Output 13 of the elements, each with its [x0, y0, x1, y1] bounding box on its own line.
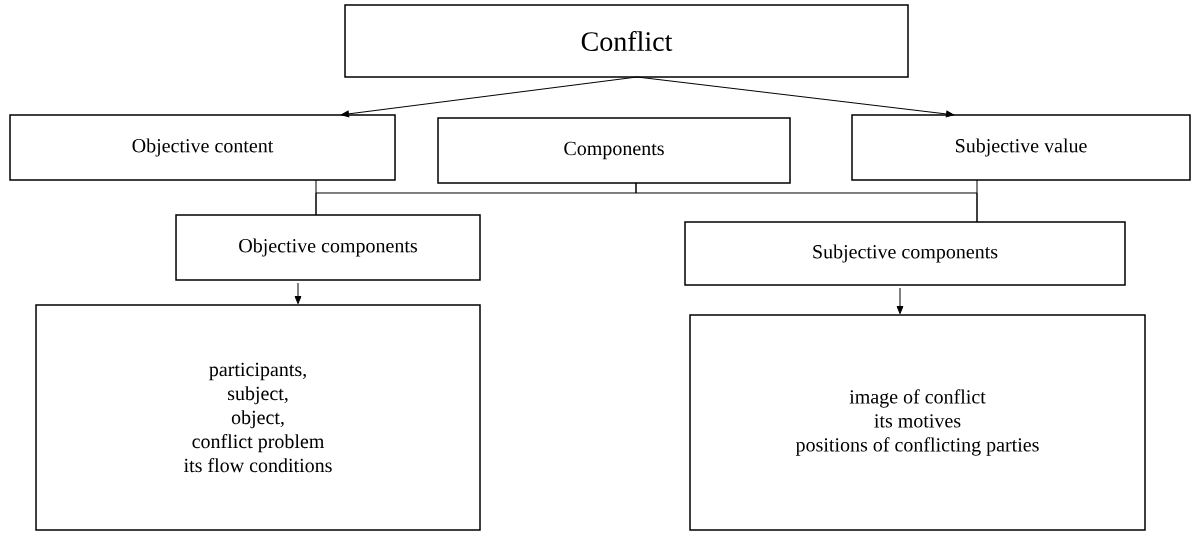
- connector: [976, 179, 978, 223]
- text-box: Objective content: [9, 114, 396, 181]
- text-box: Subjective components: [684, 221, 1126, 286]
- connector: [294, 282, 302, 305]
- connector: [896, 287, 904, 315]
- text-box: Objective components: [175, 214, 481, 281]
- connector: [340, 76, 638, 118]
- text-box: Subjective value: [851, 114, 1191, 181]
- text-box: image of conflict its motives positions of conflicting parties: [689, 314, 1146, 531]
- connector: [636, 76, 955, 118]
- text-box: Conflict: [344, 4, 909, 78]
- text-box: Components: [437, 117, 791, 184]
- text-box: participants, subject, object, conflict problem its flow conditions: [35, 304, 481, 531]
